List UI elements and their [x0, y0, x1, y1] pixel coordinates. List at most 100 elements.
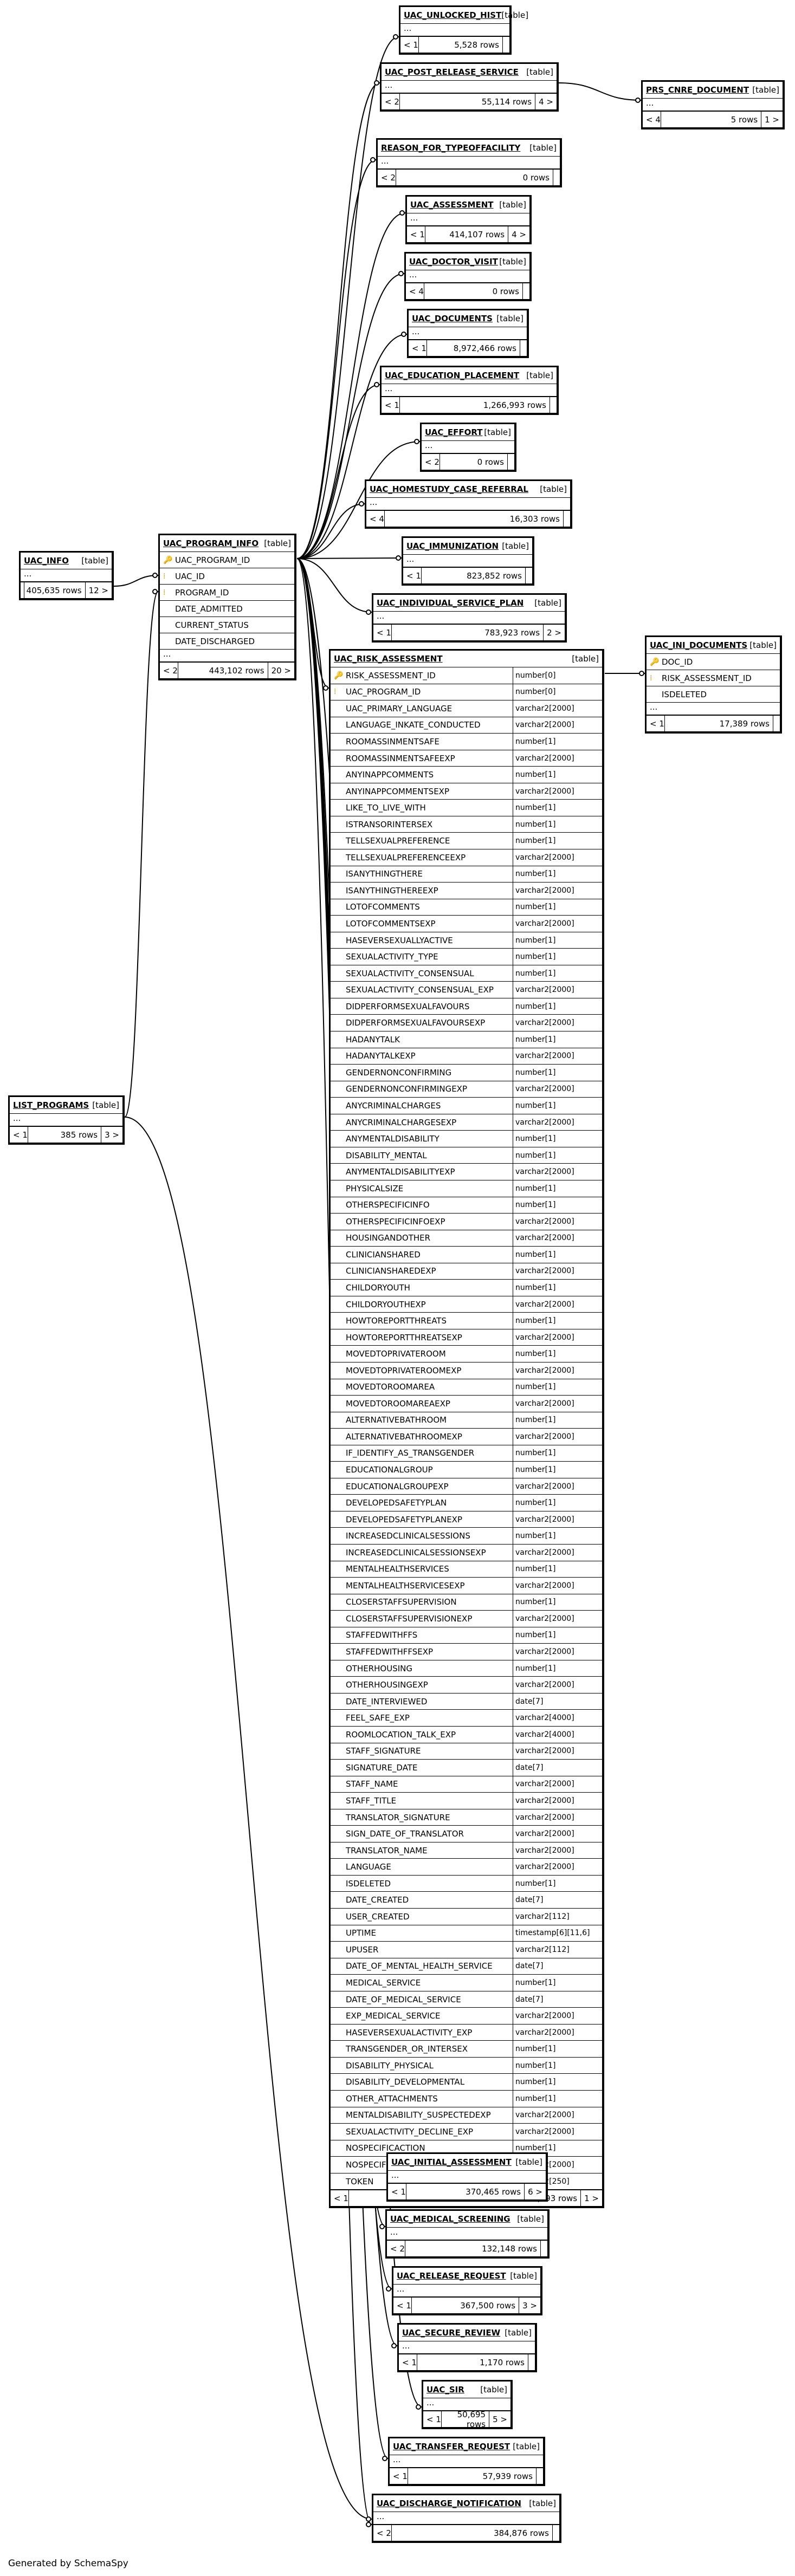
table-name-link[interactable]: UAC_IMMUNIZATION	[406, 541, 499, 551]
table-name-link[interactable]: UAC_POST_RELEASE_SERVICE	[385, 67, 519, 77]
parents-count-link[interactable]: < 2	[381, 172, 396, 183]
parents-count-link[interactable]: < 4	[409, 286, 424, 296]
table-name-link[interactable]: UAC_INI_DOCUMENTS	[650, 640, 748, 650]
children-count-link[interactable]: 2 >	[547, 627, 561, 638]
column-row[interactable]: ⁞PROGRAM_ID	[160, 585, 294, 601]
table-uac-program-info[interactable]: UAC_PROGRAM_INFO[table]🔑UAC_PROGRAM_ID⁞U…	[158, 534, 296, 680]
table-name-link[interactable]: PRS_CNRE_DOCUMENT	[646, 85, 749, 95]
column-row[interactable]: DATE_DISCHARGED	[160, 633, 294, 650]
children-count-link[interactable]: 5 >	[493, 2414, 507, 2424]
parents-count-link[interactable]: < 1	[334, 2193, 348, 2203]
children-count-link[interactable]: 20 >	[271, 665, 291, 676]
children-count-link[interactable]: 3 >	[522, 2300, 537, 2311]
table-name-link[interactable]: UAC_TRANSFER_REQUEST	[393, 2442, 510, 2451]
column-row[interactable]: 🔑UAC_PROGRAM_ID	[160, 552, 294, 568]
table-name-link[interactable]: UAC_UNLOCKED_HIST	[404, 10, 502, 20]
table-name-link[interactable]: UAC_RISK_ASSESSMENT	[334, 654, 443, 664]
children-count-link[interactable]: 12 >	[88, 585, 108, 595]
column-row[interactable]: DATE_ADMITTED	[160, 601, 294, 617]
parents-count-link[interactable]: < 2	[377, 2528, 391, 2538]
table-uac-ini-documents[interactable]: UAC_INI_DOCUMENTS[table]🔑DOC_ID⁞RISK_ASS…	[645, 635, 782, 734]
table-name-link[interactable]: UAC_DISCHARGE_NOTIFICATION	[377, 2499, 521, 2508]
table-uac-risk-assessment[interactable]: UAC_RISK_ASSESSMENT[table]🔑RISK_ASSESSME…	[329, 649, 604, 2209]
table-name-link[interactable]: UAC_INITIAL_ASSESSMENT	[391, 2157, 512, 2167]
column-row[interactable]: CURRENT_STATUS	[160, 617, 294, 633]
children-count-link[interactable]: 1 >	[765, 114, 779, 125]
column-row[interactable]: ISDELETED	[647, 686, 780, 703]
parents-count-link[interactable]: < 1	[410, 229, 425, 239]
children-count-link[interactable]: 3 >	[105, 1130, 119, 1140]
parents-count-link[interactable]: < 1	[650, 718, 664, 729]
